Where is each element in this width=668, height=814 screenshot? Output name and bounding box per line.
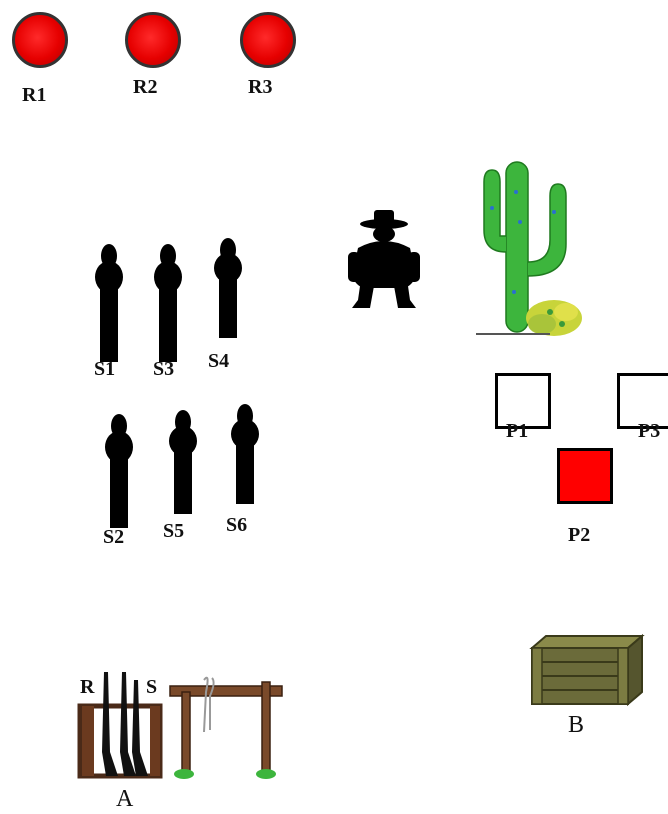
label-rack-rifle: R [80,676,94,699]
label-s5: S5 [163,520,184,543]
steel-target-s3 [153,244,183,362]
red-target-r3 [240,12,296,68]
steel-target-s6 [230,404,260,504]
label-r2: R2 [133,76,157,99]
cowboy-silhouette-icon [344,208,424,312]
steel-target-s5 [168,410,198,514]
gun-rack-icon [76,672,286,782]
label-s1: S1 [94,358,115,381]
steel-target-s2 [104,414,134,528]
paper-target-p2 [557,448,613,504]
label-position-b: B [568,712,584,739]
label-s2: S2 [103,526,124,549]
label-p1: P1 [506,420,528,443]
label-r1: R1 [22,84,46,107]
red-target-r1 [12,12,68,68]
label-position-a: A [116,786,133,813]
red-target-r2 [125,12,181,68]
steel-target-s4 [213,238,243,338]
label-s6: S6 [226,514,247,537]
label-p2: P2 [568,524,590,547]
steel-target-s1 [94,244,124,362]
saguaro-cactus-icon [470,152,590,342]
label-s3: S3 [153,358,174,381]
label-r3: R3 [248,76,272,99]
label-s4: S4 [208,350,229,373]
label-p3: P3 [638,420,660,443]
wooden-crate-icon [528,634,644,706]
label-rack-shotgun: S [146,676,157,699]
